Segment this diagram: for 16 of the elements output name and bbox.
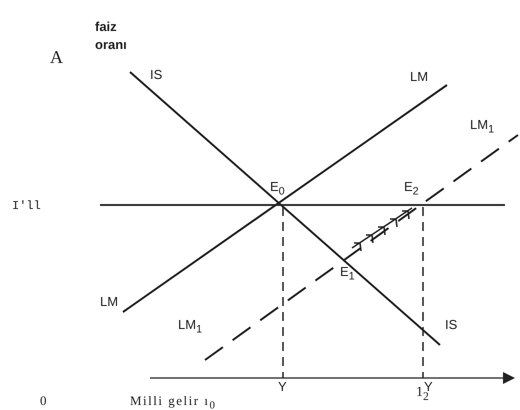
curve-label: LM [410, 70, 428, 83]
axis-label: I'll [12, 200, 41, 212]
axis-label: 0 [40, 394, 46, 407]
axis-label: A [50, 48, 63, 66]
curve-label: IS [150, 68, 162, 81]
point-label: E$_{0}$ [270, 180, 285, 198]
point-label: E$_{2}$ [404, 180, 419, 198]
axis-label: Y [278, 380, 287, 393]
axis-label: Milli gelir ı$_{0}$ [130, 394, 216, 410]
axis-label: faiz oranı [95, 18, 128, 54]
curve-label: LM$_{1}$ [178, 318, 202, 336]
curve-label: LM [100, 295, 118, 308]
axis-label: Y [424, 380, 433, 393]
curve-label: IS [445, 318, 458, 331]
point-label: E$_{1}$ [340, 265, 355, 282]
curve-label: LM$_{1}$ [470, 118, 494, 136]
